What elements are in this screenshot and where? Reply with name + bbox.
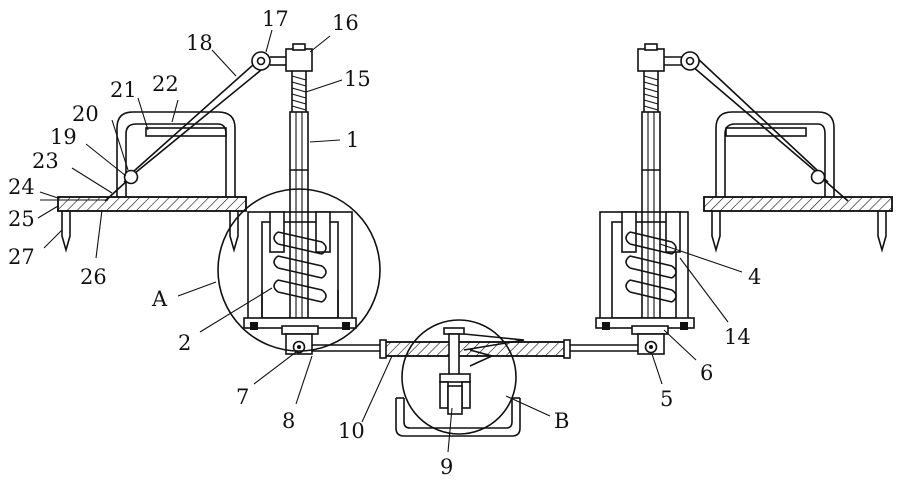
label-18: 18 [186,31,213,55]
label-2: 2 [178,331,191,355]
left-assembly [40,44,384,354]
label-6: 6 [700,361,713,385]
left-pivot-19 [125,171,138,184]
label-24: 24 [8,175,35,199]
label-22: 22 [152,72,179,96]
label-10: 10 [338,419,365,443]
left-top-block [286,49,312,71]
label-19: 19 [50,125,77,149]
left-spike-2 [230,211,238,250]
left-rod [290,112,308,322]
label-14: 14 [724,325,751,349]
right-spike-2 [878,211,886,250]
left-spike-1 [62,211,70,250]
right-rod [642,112,660,322]
label-16: 16 [332,11,359,35]
right-assembly [566,44,892,354]
label-25: 25 [8,207,35,231]
label-26: 26 [80,265,107,289]
left-thread [292,71,306,112]
right-thread [644,71,658,112]
label-7: 7 [236,385,249,409]
label-5: 5 [660,387,673,411]
right-spike-1 [712,211,720,250]
right-top-block [638,49,664,71]
label-a: A [151,287,168,311]
label-17: 17 [262,7,289,31]
label-21: 21 [110,78,137,102]
label-4: 4 [748,265,761,289]
label-23: 23 [32,149,59,173]
right-pivot-19 [812,171,825,184]
label-9: 9 [440,455,453,479]
left-pivot-17 [252,52,270,70]
label-15: 15 [344,67,371,91]
label-b: B [554,409,569,433]
label-20: 20 [72,102,99,126]
center-assembly [380,320,570,436]
right-pivot-17 [681,52,699,70]
label-1: 1 [346,128,359,152]
label-8: 8 [282,409,295,433]
label-27: 27 [8,245,35,269]
